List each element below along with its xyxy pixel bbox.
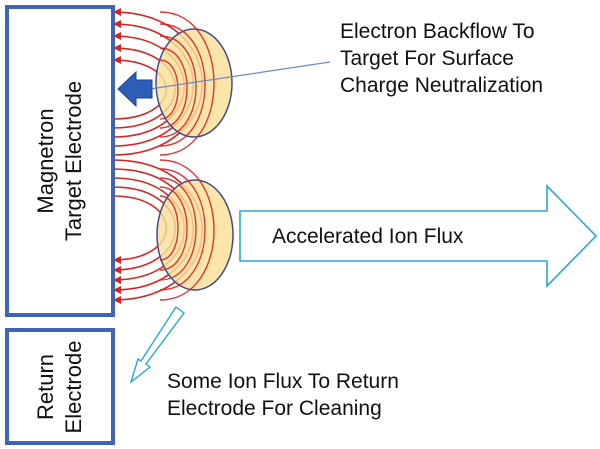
backflow-callout-line1: Electron Backflow To — [340, 20, 535, 43]
backflow-callout-line3: Charge Neutralization — [340, 74, 544, 97]
arrowhead — [113, 56, 121, 64]
electron-backflow-arrow — [117, 70, 153, 108]
return-electrode-label-line1: Return — [33, 353, 58, 420]
arrowhead — [113, 32, 121, 40]
return-ion-flux-arrow — [129, 305, 185, 384]
cleaning-callout-line2: Electrode For Cleaning — [167, 397, 382, 420]
magnetron-target-electrode: Magnetron Target Electrode — [5, 5, 115, 317]
ion-flux-label: Accelerated Ion Flux — [272, 225, 464, 248]
arrowhead — [113, 20, 121, 28]
field-lines-over-plasma — [159, 11, 215, 301]
return-electrode-label: Return Electrode — [32, 340, 88, 433]
arrowhead — [113, 256, 121, 264]
arrowhead — [113, 44, 121, 52]
cleaning-callout: Some Ion Flux To Return Electrode For Cl… — [167, 368, 399, 422]
accelerated-ion-flux-arrow — [239, 184, 598, 288]
target-electrode-label-line2: Target Electrode — [61, 80, 86, 242]
upper-field-arrowheads — [113, 8, 121, 64]
target-electrode-label: Magnetron Target Electrode — [32, 81, 88, 241]
target-electrode-label-line1: Magnetron — [33, 108, 58, 214]
return-electrode: Return Electrode — [5, 328, 115, 445]
arrowhead — [113, 276, 121, 284]
backflow-callout: Electron Backflow To Target For Surface … — [340, 18, 543, 99]
arrowhead — [113, 286, 121, 294]
return-electrode-label-line2: Electrode — [61, 340, 86, 433]
backflow-leader-line — [149, 61, 331, 90]
cleaning-callout-line1: Some Ion Flux To Return — [167, 370, 399, 393]
arrowhead — [113, 266, 121, 274]
backflow-callout-line2: Target For Surface — [340, 47, 514, 70]
lower-field-arrowheads — [113, 256, 121, 304]
arrowhead — [113, 8, 121, 16]
arrowhead — [113, 296, 121, 304]
lower-plasma-ellipse — [156, 179, 234, 291]
